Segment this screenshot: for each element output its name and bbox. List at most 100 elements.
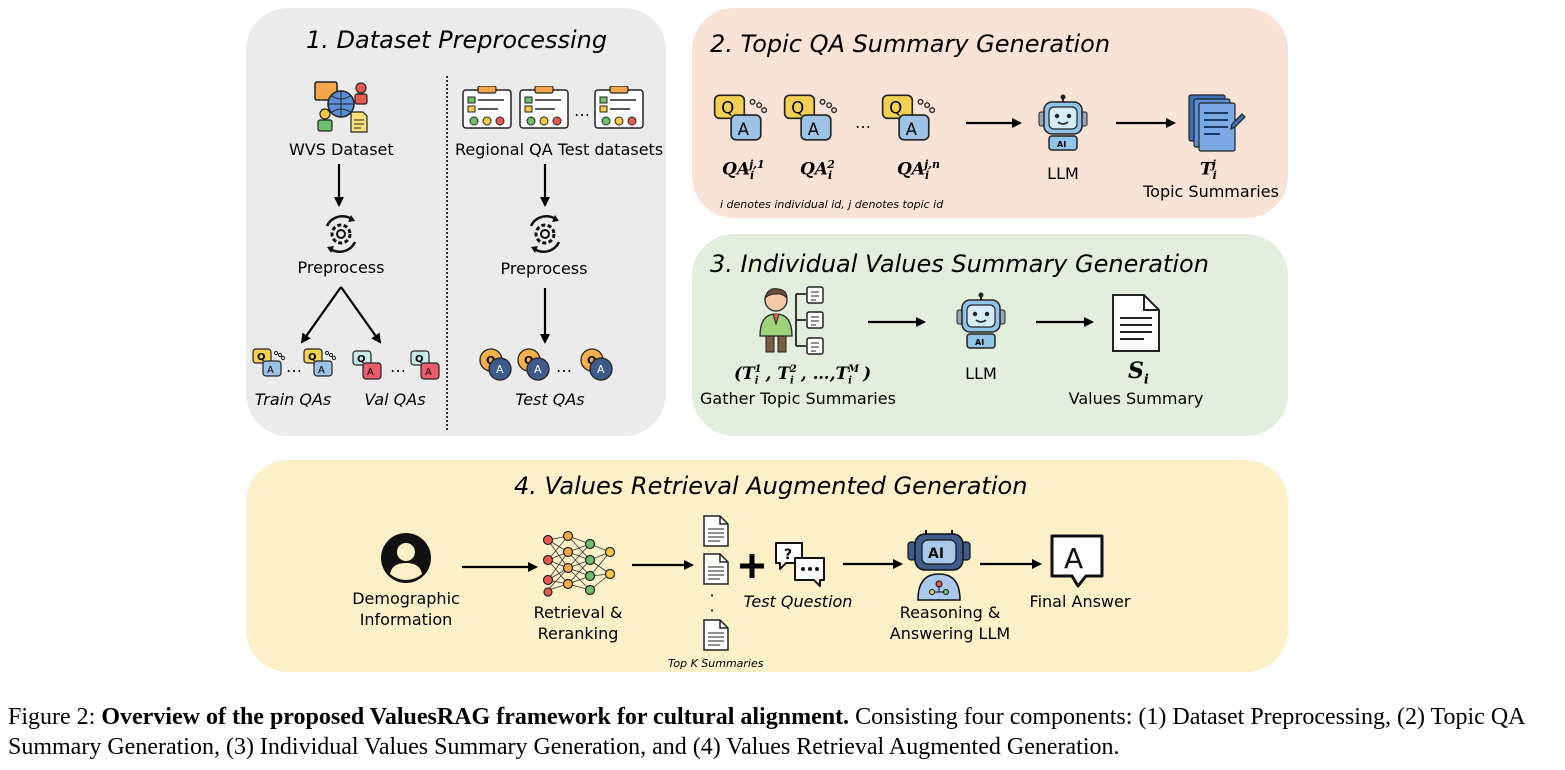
svg-text:Q: Q	[524, 354, 533, 367]
qa-coin-icon: Q A	[580, 348, 613, 381]
svg-text:Q: Q	[415, 354, 424, 365]
qa-bubble-icon: Q A	[881, 94, 936, 141]
retrieval-line2: Reranking	[537, 624, 619, 643]
topic-documents-icon	[1188, 94, 1246, 152]
svg-text:A: A	[318, 365, 325, 376]
svg-text:AI: AI	[1057, 140, 1066, 149]
caption-rest: Consisting four components: (1) Dataset …	[8, 704, 1525, 760]
qa-coin-icon: Q A	[517, 348, 550, 381]
qa-bubble-icon: Q A	[252, 348, 286, 377]
svg-text:Q: Q	[257, 352, 266, 363]
arrow-preprocess-val	[340, 286, 382, 344]
reasoning-line2: Answering LLM	[889, 624, 1011, 643]
user-avatar-icon	[381, 533, 431, 583]
svg-text:A: A	[808, 120, 820, 139]
demographic-line1: Demographic	[352, 589, 460, 608]
qa-label-2: QAi2	[800, 158, 835, 183]
answer-bubble-icon: A	[1050, 534, 1104, 588]
wvs-dataset-label: WVS Dataset	[289, 140, 394, 159]
arrow-preprocess-train	[300, 286, 342, 344]
robot-llm-icon: AI	[956, 292, 1006, 349]
ellipsis: …	[556, 357, 572, 376]
neural-network-icon	[542, 530, 616, 597]
document-icon	[1112, 294, 1160, 352]
svg-text:Q: Q	[308, 352, 317, 363]
plus-icon	[740, 554, 764, 578]
svg-text:A: A	[425, 367, 432, 378]
svg-text:A: A	[1064, 542, 1083, 575]
ellipsis: …	[855, 113, 871, 132]
svg-text:Q: Q	[357, 354, 366, 365]
figure-caption: Figure 2: Overview of the proposed Value…	[8, 702, 1558, 762]
svg-text:A: A	[534, 363, 542, 376]
vertical-dot: ·	[709, 601, 715, 620]
ai-robot-icon: AI	[907, 530, 971, 601]
train-qas-label: Train QAs	[254, 390, 332, 409]
preprocess-label-left: Preprocess	[297, 258, 385, 277]
survey-icon	[519, 86, 569, 129]
topic-summaries-label: Topic Summaries	[1143, 182, 1279, 201]
panel1-divider	[446, 76, 448, 430]
top-k-label: Top K Summaries	[668, 657, 764, 670]
person-documents-icon	[759, 286, 824, 355]
ellipsis: …	[390, 357, 406, 376]
qa-coin-icon: Q A	[479, 348, 512, 381]
svg-text:Q: Q	[791, 98, 804, 117]
retrieval-label: Retrieval & Reranking	[528, 602, 628, 644]
qa-bubble-icon-pink: Q A	[352, 350, 382, 380]
caption-bold: Overview of the proposed ValuesRAG frame…	[101, 704, 850, 730]
robot-llm-icon: AI	[1038, 94, 1088, 151]
qa-label-n: QAij,n	[897, 158, 940, 183]
qa-bubble-icon-pink: Q A	[410, 350, 440, 380]
svg-text:AI: AI	[975, 338, 984, 347]
svg-text:A: A	[267, 365, 274, 376]
llm-label-p3: LLM	[965, 364, 997, 383]
vertical-dot: ·	[709, 586, 715, 605]
svg-text:A: A	[906, 120, 918, 139]
qa-bubble-icon: Q A	[303, 348, 337, 377]
svg-text:AI: AI	[928, 546, 944, 562]
svg-text:A: A	[367, 367, 374, 378]
qa-bubble-icon: Q A	[783, 94, 838, 141]
val-qas-label: Val QAs	[364, 390, 426, 409]
tij-label: Tij	[1200, 158, 1217, 183]
question-chat-icon: ?	[775, 542, 825, 587]
gather-label: Gather Topic Summaries	[700, 389, 896, 408]
summary-doc-icon	[703, 515, 729, 547]
llm-label-p2: LLM	[1047, 164, 1079, 183]
index-note: i denotes individual id, j denotes topic…	[720, 198, 944, 211]
regional-datasets-label: Regional QA Test datasets	[455, 140, 664, 159]
ellipsis: …	[286, 357, 302, 376]
survey-icon	[462, 86, 512, 129]
test-qas-label: Test QAs	[515, 390, 585, 409]
survey-icon	[594, 86, 644, 129]
caption-prefix: Figure 2:	[8, 704, 102, 730]
panel4-title: 4. Values Retrieval Augmented Generation	[514, 472, 1028, 500]
final-answer-label: Final Answer	[1029, 592, 1131, 611]
svg-text:A: A	[738, 120, 750, 139]
svg-text:A: A	[496, 363, 504, 376]
svg-text:A: A	[597, 363, 605, 376]
demographic-line2: Information	[359, 610, 453, 629]
topic-tuple-label: (Ti1, Ti2, …,TiM)	[734, 364, 872, 387]
preprocess-label-right: Preprocess	[500, 259, 588, 278]
gear-cycle-icon	[529, 215, 561, 253]
demographic-label: Demographic Information	[346, 588, 466, 630]
si-label: Si	[1128, 358, 1149, 388]
reasoning-line1: Reasoning &	[899, 603, 1001, 622]
gear-cycle-icon	[325, 215, 357, 253]
values-summary-label: Values Summary	[1068, 389, 1204, 408]
svg-text:Q: Q	[721, 98, 734, 117]
ellipsis: …	[574, 101, 590, 120]
dataset-icon	[314, 81, 368, 133]
test-question-label: Test Question	[743, 592, 853, 611]
qa-bubble-icon: Q A	[713, 94, 768, 141]
reasoning-label: Reasoning & Answering LLM	[880, 602, 1020, 644]
retrieval-line1: Retrieval &	[533, 603, 623, 622]
panel2-title: 2. Topic QA Summary Generation	[710, 30, 1111, 58]
svg-text:Q: Q	[889, 98, 902, 117]
qa-label-1: QAij,1	[722, 158, 765, 183]
svg-text:Q: Q	[587, 354, 596, 367]
svg-text:?: ?	[784, 547, 792, 563]
